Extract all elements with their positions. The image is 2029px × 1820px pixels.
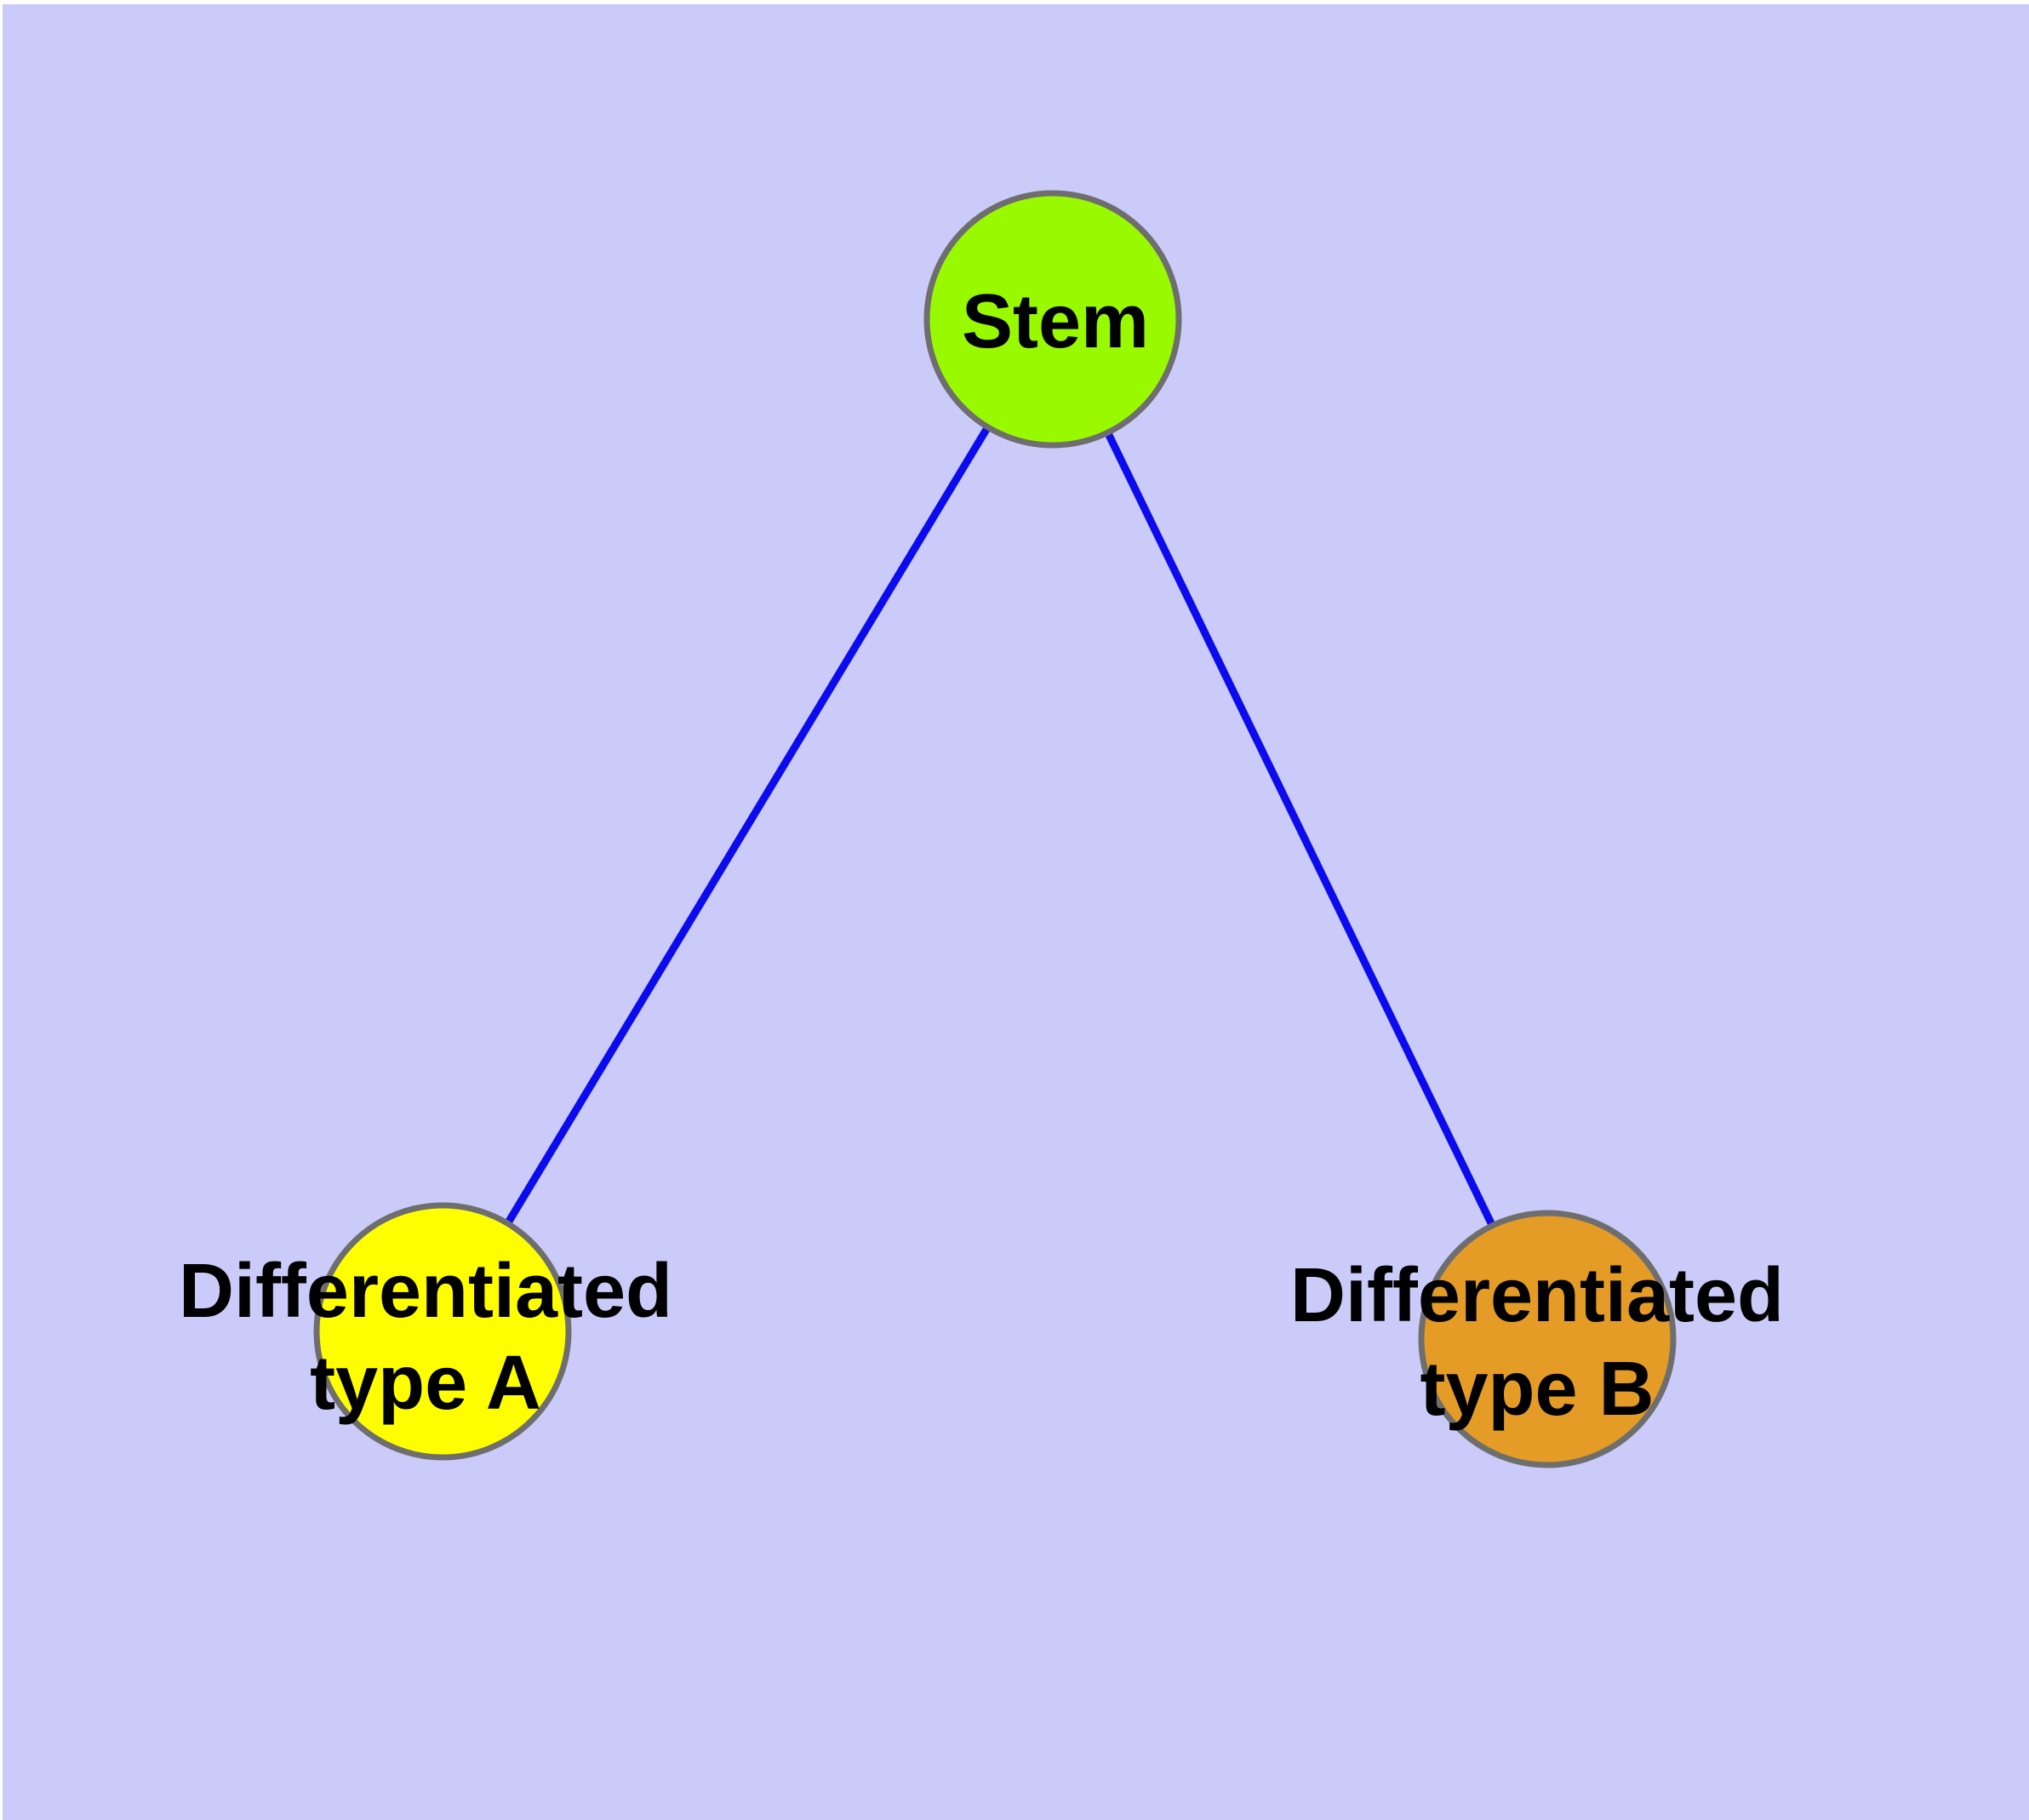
node-label-differentiated-type-b-line1: Differentiated xyxy=(1290,1253,1784,1338)
node-label-differentiated-type-a-line1: Differentiated xyxy=(179,1249,672,1334)
edge-stem-to-differentiated-type-a xyxy=(439,317,1056,1334)
node-stem xyxy=(923,190,1182,449)
node-label-differentiated-type-b-line2: type B xyxy=(1420,1347,1654,1432)
node-label-differentiated-type-a-line2: type A xyxy=(310,1341,541,1426)
edge-stem-to-differentiated-type-b xyxy=(1049,318,1552,1341)
node-differentiated-type-a xyxy=(313,1202,572,1461)
node-differentiated-type-b xyxy=(1418,1210,1677,1468)
node-label-stem: Stem xyxy=(962,279,1149,364)
